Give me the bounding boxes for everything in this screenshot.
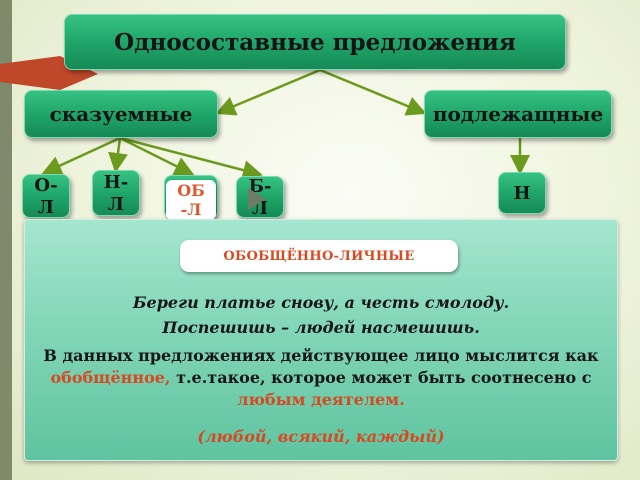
box-nl-label: Н-Л (103, 172, 129, 215)
highlight-lyubym-deyatelem: любым деятелем. (237, 390, 405, 409)
box-n[interactable]: Н (498, 172, 546, 214)
decorative-side-bar (0, 0, 12, 480)
arrow-to-obl (119, 136, 195, 176)
example-sentence-1: Береги платье снову, а честь смолоду. (132, 293, 510, 312)
arrow-to-nl (108, 137, 128, 173)
hint-text: (любой, всякий, каждый) (197, 427, 445, 446)
panel-heading: ОБОБЩЁННО-ЛИЧНЫЕ (180, 240, 458, 272)
arrow-to-skazuemnye (215, 68, 321, 116)
play-triangle-icon[interactable] (246, 186, 268, 212)
arrow-to-ol (41, 136, 121, 175)
box-obl-label: ОБ-Л (166, 180, 216, 220)
box-obl-text: ОБ-Л (177, 181, 205, 219)
diagram-title: Односоставные предложения (64, 14, 566, 70)
explanation-start: В данных предложениях действующее лицо м… (43, 346, 599, 365)
arrow-to-podlezhashchnye (319, 68, 427, 116)
explanation-text: В данных предложениях действующее лицо м… (34, 345, 608, 411)
box-bl-label: Б-Л (248, 176, 272, 219)
arrow-to-bl (119, 136, 263, 180)
example-sentence-2: Поспешишь – людей насмешишь. (162, 318, 480, 337)
branch-skazuemnye[interactable]: сказуемные (24, 90, 218, 138)
highlight-obobshchennoe: обобщённое, (50, 368, 171, 387)
box-ol-label: О-Л (34, 175, 58, 218)
box-ol[interactable]: О-Л (22, 174, 70, 218)
branch-podlezhashchnye[interactable]: подлежащные (424, 90, 612, 138)
explanation-mid: т.е.такое, которое может быть соотнесено… (170, 368, 592, 387)
box-bl[interactable]: Б-Л (236, 176, 284, 219)
box-nl[interactable]: Н-Л (92, 170, 140, 216)
